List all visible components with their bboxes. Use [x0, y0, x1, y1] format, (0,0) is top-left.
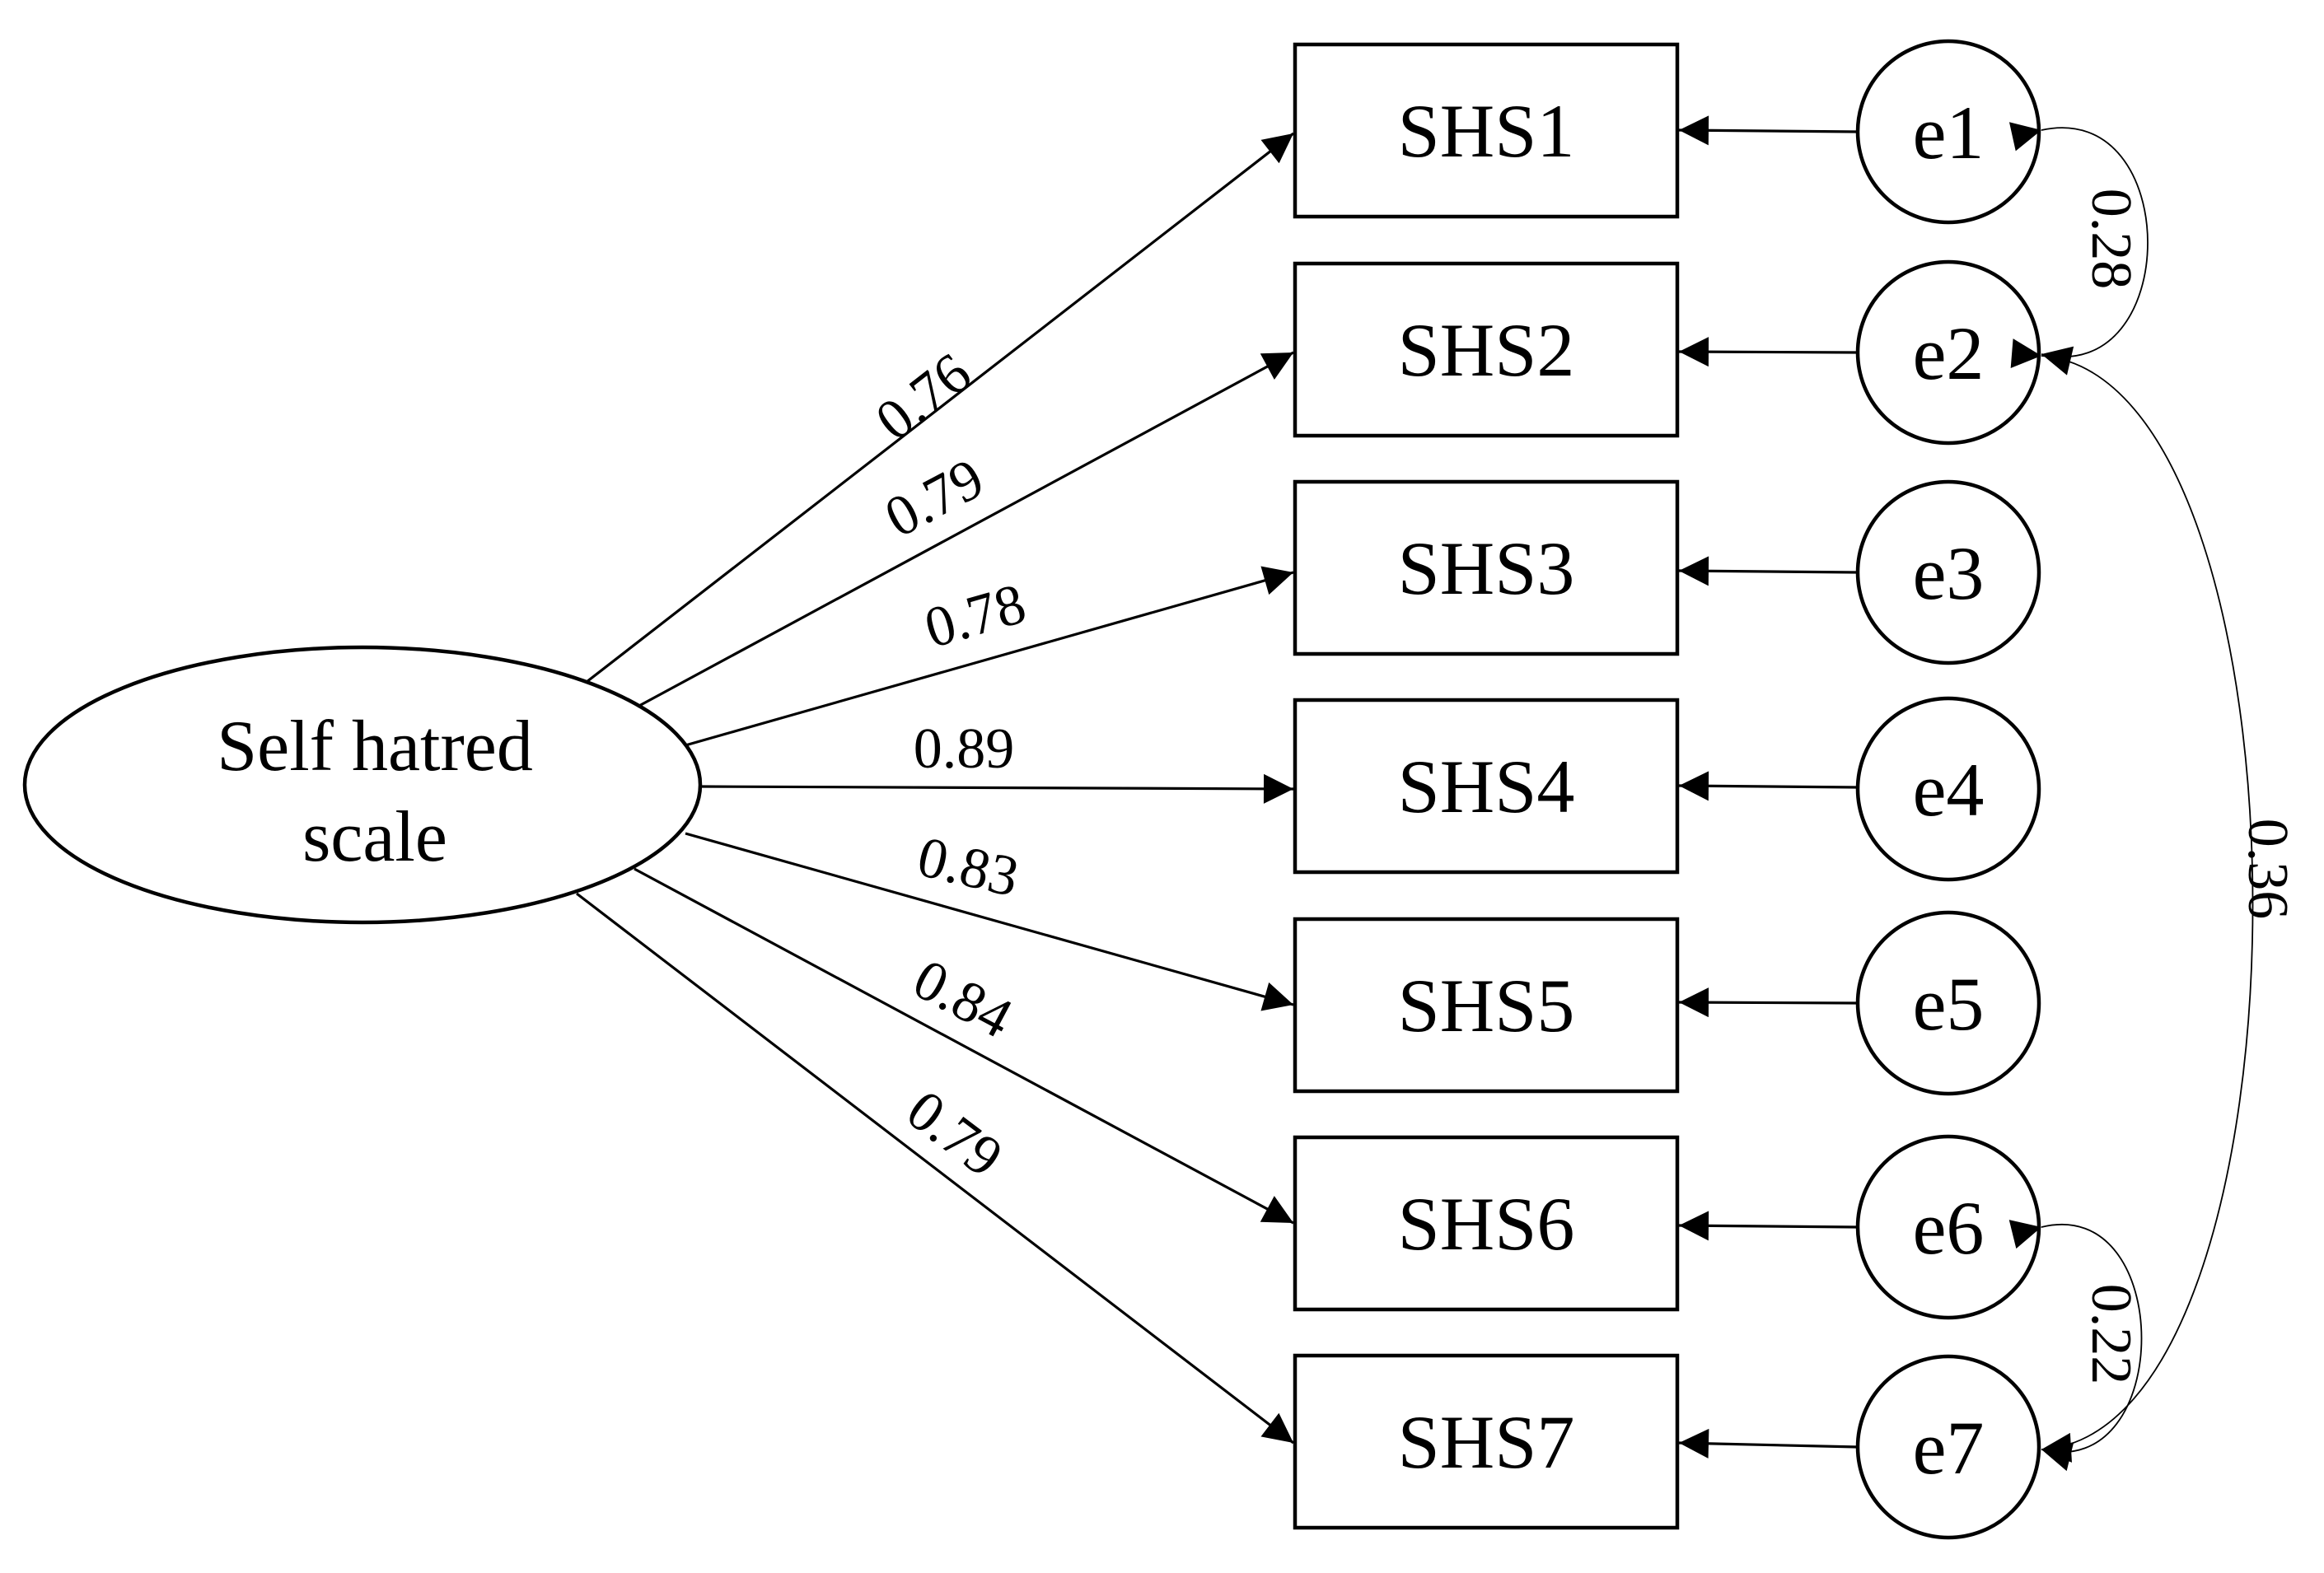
indicator-box-shs1 — [1293, 42, 1680, 219]
latent-label-line2: scale — [302, 797, 447, 877]
error-arrow-e5 — [1678, 987, 1859, 1018]
loading-label-shs4: 0.89 — [914, 717, 1015, 781]
indicator-boxes: SHS1 SHS2 SHS3 SHS4 SHS5 SHS6 SHS7 — [1293, 42, 1680, 1530]
indicator-label: SHS4 — [1398, 744, 1575, 829]
loading-label-shs7: 0.79 — [895, 1078, 1013, 1189]
covariance-label-e2-e7: 0.36 — [2236, 819, 2299, 920]
loading-arrow-shs4 — [699, 773, 1294, 804]
indicator-box-shs4 — [1293, 698, 1680, 875]
error-label: e6 — [1913, 1186, 1985, 1270]
error-label: e7 — [1913, 1406, 1985, 1490]
covariance-arc-e6-e7 — [2008, 1220, 2143, 1472]
covariance-arc-e2-e7 — [2010, 338, 2254, 1463]
indicator-label: SHS7 — [1398, 1400, 1575, 1484]
indicator-label: SHS3 — [1398, 526, 1575, 610]
loading-arrow-shs2 — [637, 351, 1294, 708]
indicator-box-shs3 — [1293, 479, 1680, 656]
covariance-arc-e1-e2 — [2008, 122, 2149, 376]
error-arrow-e6 — [1678, 1211, 1859, 1241]
indicator-label: SHS1 — [1398, 89, 1575, 173]
error-arrows — [1678, 115, 1859, 1459]
loading-arrow-shs7 — [576, 892, 1294, 1445]
loading-label-shs2: 0.79 — [875, 446, 994, 549]
loading-arrows — [576, 132, 1294, 1445]
loading-label-shs3: 0.78 — [918, 572, 1032, 660]
indicator-box-shs5 — [1293, 917, 1680, 1094]
indicator-box-shs7 — [1293, 1353, 1680, 1530]
latent-label-line1: Self hatred — [217, 707, 533, 786]
covariance-label-e1-e2: 0.28 — [2079, 189, 2143, 290]
loading-arrow-shs1 — [586, 132, 1294, 684]
indicator-label: SHS6 — [1398, 1182, 1575, 1266]
loading-label-shs6: 0.84 — [903, 947, 1022, 1050]
error-label: e5 — [1913, 962, 1985, 1046]
error-label: e3 — [1913, 531, 1985, 615]
error-arrow-e7 — [1678, 1428, 1859, 1459]
loading-labels: 0.76 0.79 0.78 0.89 0.83 0.84 0.79 — [864, 341, 1032, 1189]
loading-arrow-shs6 — [634, 867, 1294, 1225]
loading-arrow-shs5 — [685, 832, 1294, 1011]
error-label: e4 — [1913, 748, 1985, 832]
error-label: e1 — [1913, 91, 1985, 175]
indicator-label: SHS5 — [1398, 964, 1575, 1048]
covariance-label-e6-e7: 0.22 — [2079, 1284, 2143, 1385]
indicator-box-shs6 — [1293, 1135, 1680, 1312]
indicator-label: SHS2 — [1398, 308, 1575, 392]
error-arrow-e4 — [1678, 771, 1859, 801]
error-label: e2 — [1913, 311, 1985, 395]
loading-label-shs1: 0.76 — [864, 341, 983, 453]
error-terms: e1 e2 e3 e4 e5 e6 e7 — [1855, 39, 2041, 1540]
latent-ellipse — [22, 645, 703, 925]
indicator-box-shs2 — [1293, 261, 1680, 438]
loading-arrow-shs3 — [685, 566, 1294, 747]
error-arrow-e1 — [1678, 115, 1859, 146]
error-arrow-e3 — [1678, 556, 1859, 586]
latent-variable: Self hatred scale — [22, 645, 703, 925]
loading-label-shs5: 0.83 — [912, 825, 1025, 910]
covariance-arcs: 0.28 0.36 0.22 — [2008, 122, 2299, 1472]
